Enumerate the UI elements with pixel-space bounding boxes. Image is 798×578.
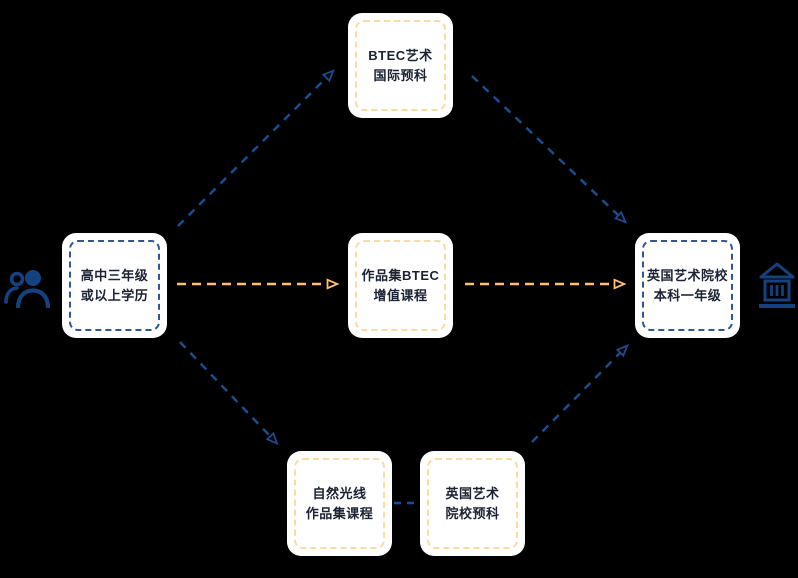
node-uk-art-year1-line2: 本科一年级	[653, 287, 722, 303]
node-uk-art-foundation: 英国艺术 院校预科	[420, 451, 525, 556]
node-portfolio-btec: 作品集BTEC 增值课程	[348, 233, 453, 338]
node-portfolio-btec-line2: 增值课程	[373, 287, 428, 303]
edge-student-to-natural-light	[179, 341, 279, 446]
node-student: 高中三年级 或以上学历	[62, 233, 167, 338]
node-uk-art-foundation-line2: 院校预科	[445, 505, 500, 521]
node-btec-intl-foundation: BTEC艺术 国际预科	[348, 13, 453, 118]
edge-btec-foundation-to-uk-year1	[471, 75, 628, 224]
node-portfolio-btec-line1: 作品集BTEC	[361, 267, 440, 283]
node-natural-light-portfolio-line2: 作品集课程	[305, 505, 374, 521]
users-icon	[4, 270, 50, 309]
node-natural-light-portfolio-line1: 自然光线	[312, 485, 367, 501]
node-btec-intl-foundation-line2: 国际预科	[373, 67, 428, 83]
edge-student-to-btec-foundation	[177, 69, 335, 227]
node-uk-art-year1: 英国艺术院校 本科一年级	[635, 233, 740, 338]
node-btec-intl-foundation-line1: BTEC艺术	[368, 47, 433, 63]
node-uk-art-foundation-line1: 英国艺术	[445, 485, 500, 501]
node-uk-art-foundation-border: 英国艺术 院校预科	[427, 458, 518, 549]
node-portfolio-btec-border: 作品集BTEC 增值课程	[355, 240, 446, 331]
node-btec-intl-foundation-border: BTEC艺术 国际预科	[355, 20, 446, 111]
node-uk-art-year1-border: 英国艺术院校 本科一年级	[642, 240, 733, 331]
node-natural-light-portfolio: 自然光线 作品集课程	[287, 451, 392, 556]
node-student-line2: 或以上学历	[80, 287, 149, 303]
node-student-line1: 高中三年级	[80, 267, 149, 283]
node-natural-light-portfolio-border: 自然光线 作品集课程	[294, 458, 385, 549]
node-student-border: 高中三年级 或以上学历	[69, 240, 160, 331]
node-uk-art-year1-line1: 英国艺术院校	[646, 267, 728, 283]
bank-icon	[759, 262, 795, 308]
edge-uk-foundation-to-uk-year1	[531, 344, 629, 443]
